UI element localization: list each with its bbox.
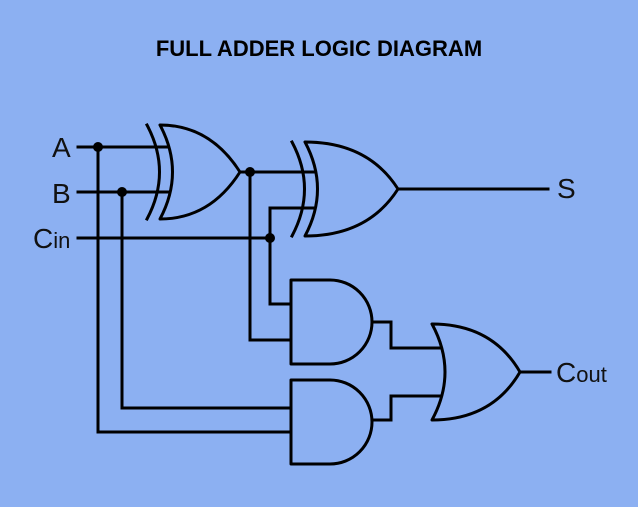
junction-xor1	[245, 167, 255, 177]
output-label-cout: Cout	[556, 357, 607, 388]
junction-b	[117, 187, 127, 197]
wire-and2-to-or	[370, 394, 447, 422]
junction-cin	[265, 233, 275, 243]
input-label-cin: Cin	[33, 223, 70, 254]
wire-cin-to-and1	[268, 236, 293, 306]
output-label-s: S	[557, 173, 576, 204]
wire-b-to-and2	[120, 190, 293, 410]
junction-a	[93, 142, 103, 152]
input-label-b: B	[52, 178, 71, 209]
and-gate-1	[289, 278, 374, 366]
wire-and1-to-or	[370, 320, 447, 350]
wire-xor1-to-and1	[248, 170, 293, 342]
and-gate-2	[289, 378, 374, 466]
diagram-title: FULL ADDER LOGIC DIAGRAM	[155, 36, 483, 61]
xor-gate-2	[289, 139, 400, 239]
input-label-a: A	[52, 132, 71, 163]
wire-a-to-and2	[96, 145, 293, 434]
xor-gate-1	[144, 122, 242, 222]
or-gate	[430, 322, 522, 422]
